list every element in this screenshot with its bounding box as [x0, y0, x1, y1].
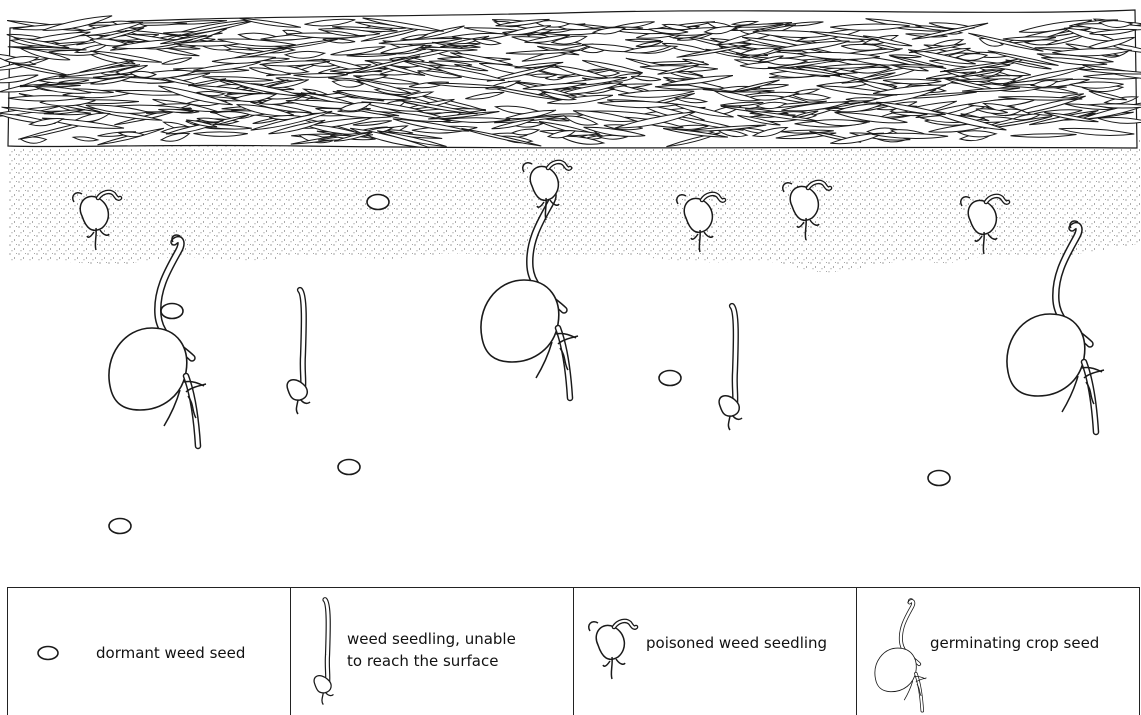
- legend-item-poisoned: poisoned weed seedling: [574, 588, 857, 715]
- poisoned-seedling-icon: [584, 608, 640, 688]
- dormant-seed: [659, 371, 681, 386]
- dormant-seed: [161, 304, 183, 319]
- crop-seed: [109, 235, 206, 446]
- dormant-seed: [367, 195, 389, 210]
- dormant-seed: [338, 460, 360, 475]
- legend-label: dormant weed seed: [96, 642, 245, 664]
- weed-seedling: [719, 306, 742, 430]
- dormant-seed: [928, 471, 950, 486]
- legend-item-crop-seed: germinating crop seed: [857, 588, 1139, 715]
- weed-seedling: [287, 290, 310, 414]
- mulch-layer: [0, 10, 1141, 148]
- legend-label: poisoned weed seedling: [646, 632, 827, 654]
- dormant-seed-icon: [36, 644, 60, 662]
- dormant-seed: [109, 519, 131, 534]
- legend-label: weed seedling, unableto reach the surfac…: [347, 628, 516, 672]
- weed-seedling-icon: [305, 598, 345, 708]
- mulch-fragment: [531, 74, 556, 77]
- legend-item-weed-seedling: weed seedling, unableto reach the surfac…: [291, 588, 574, 715]
- legend: dormant weed seed weed seedling, unablet…: [7, 587, 1140, 715]
- crop-seed-icon: [871, 596, 931, 714]
- legend-item-dormant: dormant weed seed: [8, 588, 291, 715]
- legend-label: germinating crop seed: [930, 632, 1099, 654]
